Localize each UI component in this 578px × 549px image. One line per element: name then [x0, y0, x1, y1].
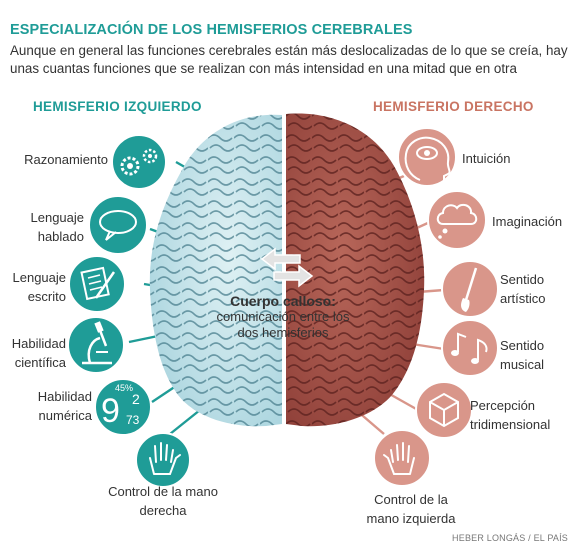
corpus-callosum-text: comunicación entre los dos hemisferios — [216, 309, 350, 340]
numbers-icon-small1: 2 — [132, 391, 140, 407]
label-control-mano-derecha: Control de la mano derecha — [108, 484, 218, 518]
left-hemisphere — [149, 114, 282, 427]
left-hand-icon — [373, 429, 431, 487]
right-hand-icon — [135, 432, 191, 488]
label-intuicion: Intuición — [462, 151, 511, 166]
label-control-mano-izquierda: Control de la mano izquierda — [366, 492, 456, 526]
label-lenguaje-hablado: Lenguaje hablado — [30, 210, 85, 244]
left-hemisphere-heading: HEMISFERIO IZQUIERDO — [33, 99, 202, 114]
right-hemisphere-heading: HEMISFERIO DERECHO — [373, 99, 534, 114]
gears-icon — [111, 134, 167, 190]
document-pen-icon — [68, 255, 126, 313]
cube-icon — [415, 381, 473, 439]
paintbrush-icon — [441, 260, 499, 318]
label-lenguaje-escrito: Lenguaje escrito — [12, 270, 67, 304]
numbers-icon-big: 9 — [101, 392, 120, 430]
head-eye-icon — [397, 127, 457, 187]
microscope-icon — [67, 316, 125, 374]
corpus-callosum-arrows — [260, 247, 314, 288]
credit: HEBER LONGÁS / EL PAÍS — [452, 533, 568, 543]
label-imaginacion: Imaginación — [492, 214, 563, 229]
thought-cloud-icon — [427, 190, 487, 250]
label-percepcion-tridimensional: Percepción tridimensional — [470, 398, 551, 432]
corpus-callosum-title: Cuerpo calloso: — [230, 293, 336, 309]
numbers-icon-small2: 73 — [126, 413, 140, 427]
speech-bubble-icon — [88, 195, 148, 255]
label-sentido-artistico: Sentido artístico — [500, 272, 546, 306]
label-razonamiento: Razonamiento — [24, 152, 108, 167]
label-habilidad-numerica: Habilidad numérica — [37, 389, 92, 423]
numbers-icon-top: 45% — [115, 383, 133, 393]
figure-subtitle: Aunque en general las funciones cerebral… — [10, 43, 568, 76]
label-sentido-musical: Sentido musical — [500, 338, 545, 372]
numbers-icon: 9 2 73 45% — [94, 378, 152, 436]
figure-title: ESPECIALIZACIÓN DE LOS HEMISFERIOS CEREB… — [10, 22, 413, 38]
label-habilidad-cientifica: Habilidad científica — [11, 336, 66, 370]
music-note-icon — [441, 319, 499, 377]
right-hemisphere — [286, 113, 425, 427]
corpus-callosum-label: Cuerpo calloso: comunicación entre los d… — [212, 293, 354, 341]
